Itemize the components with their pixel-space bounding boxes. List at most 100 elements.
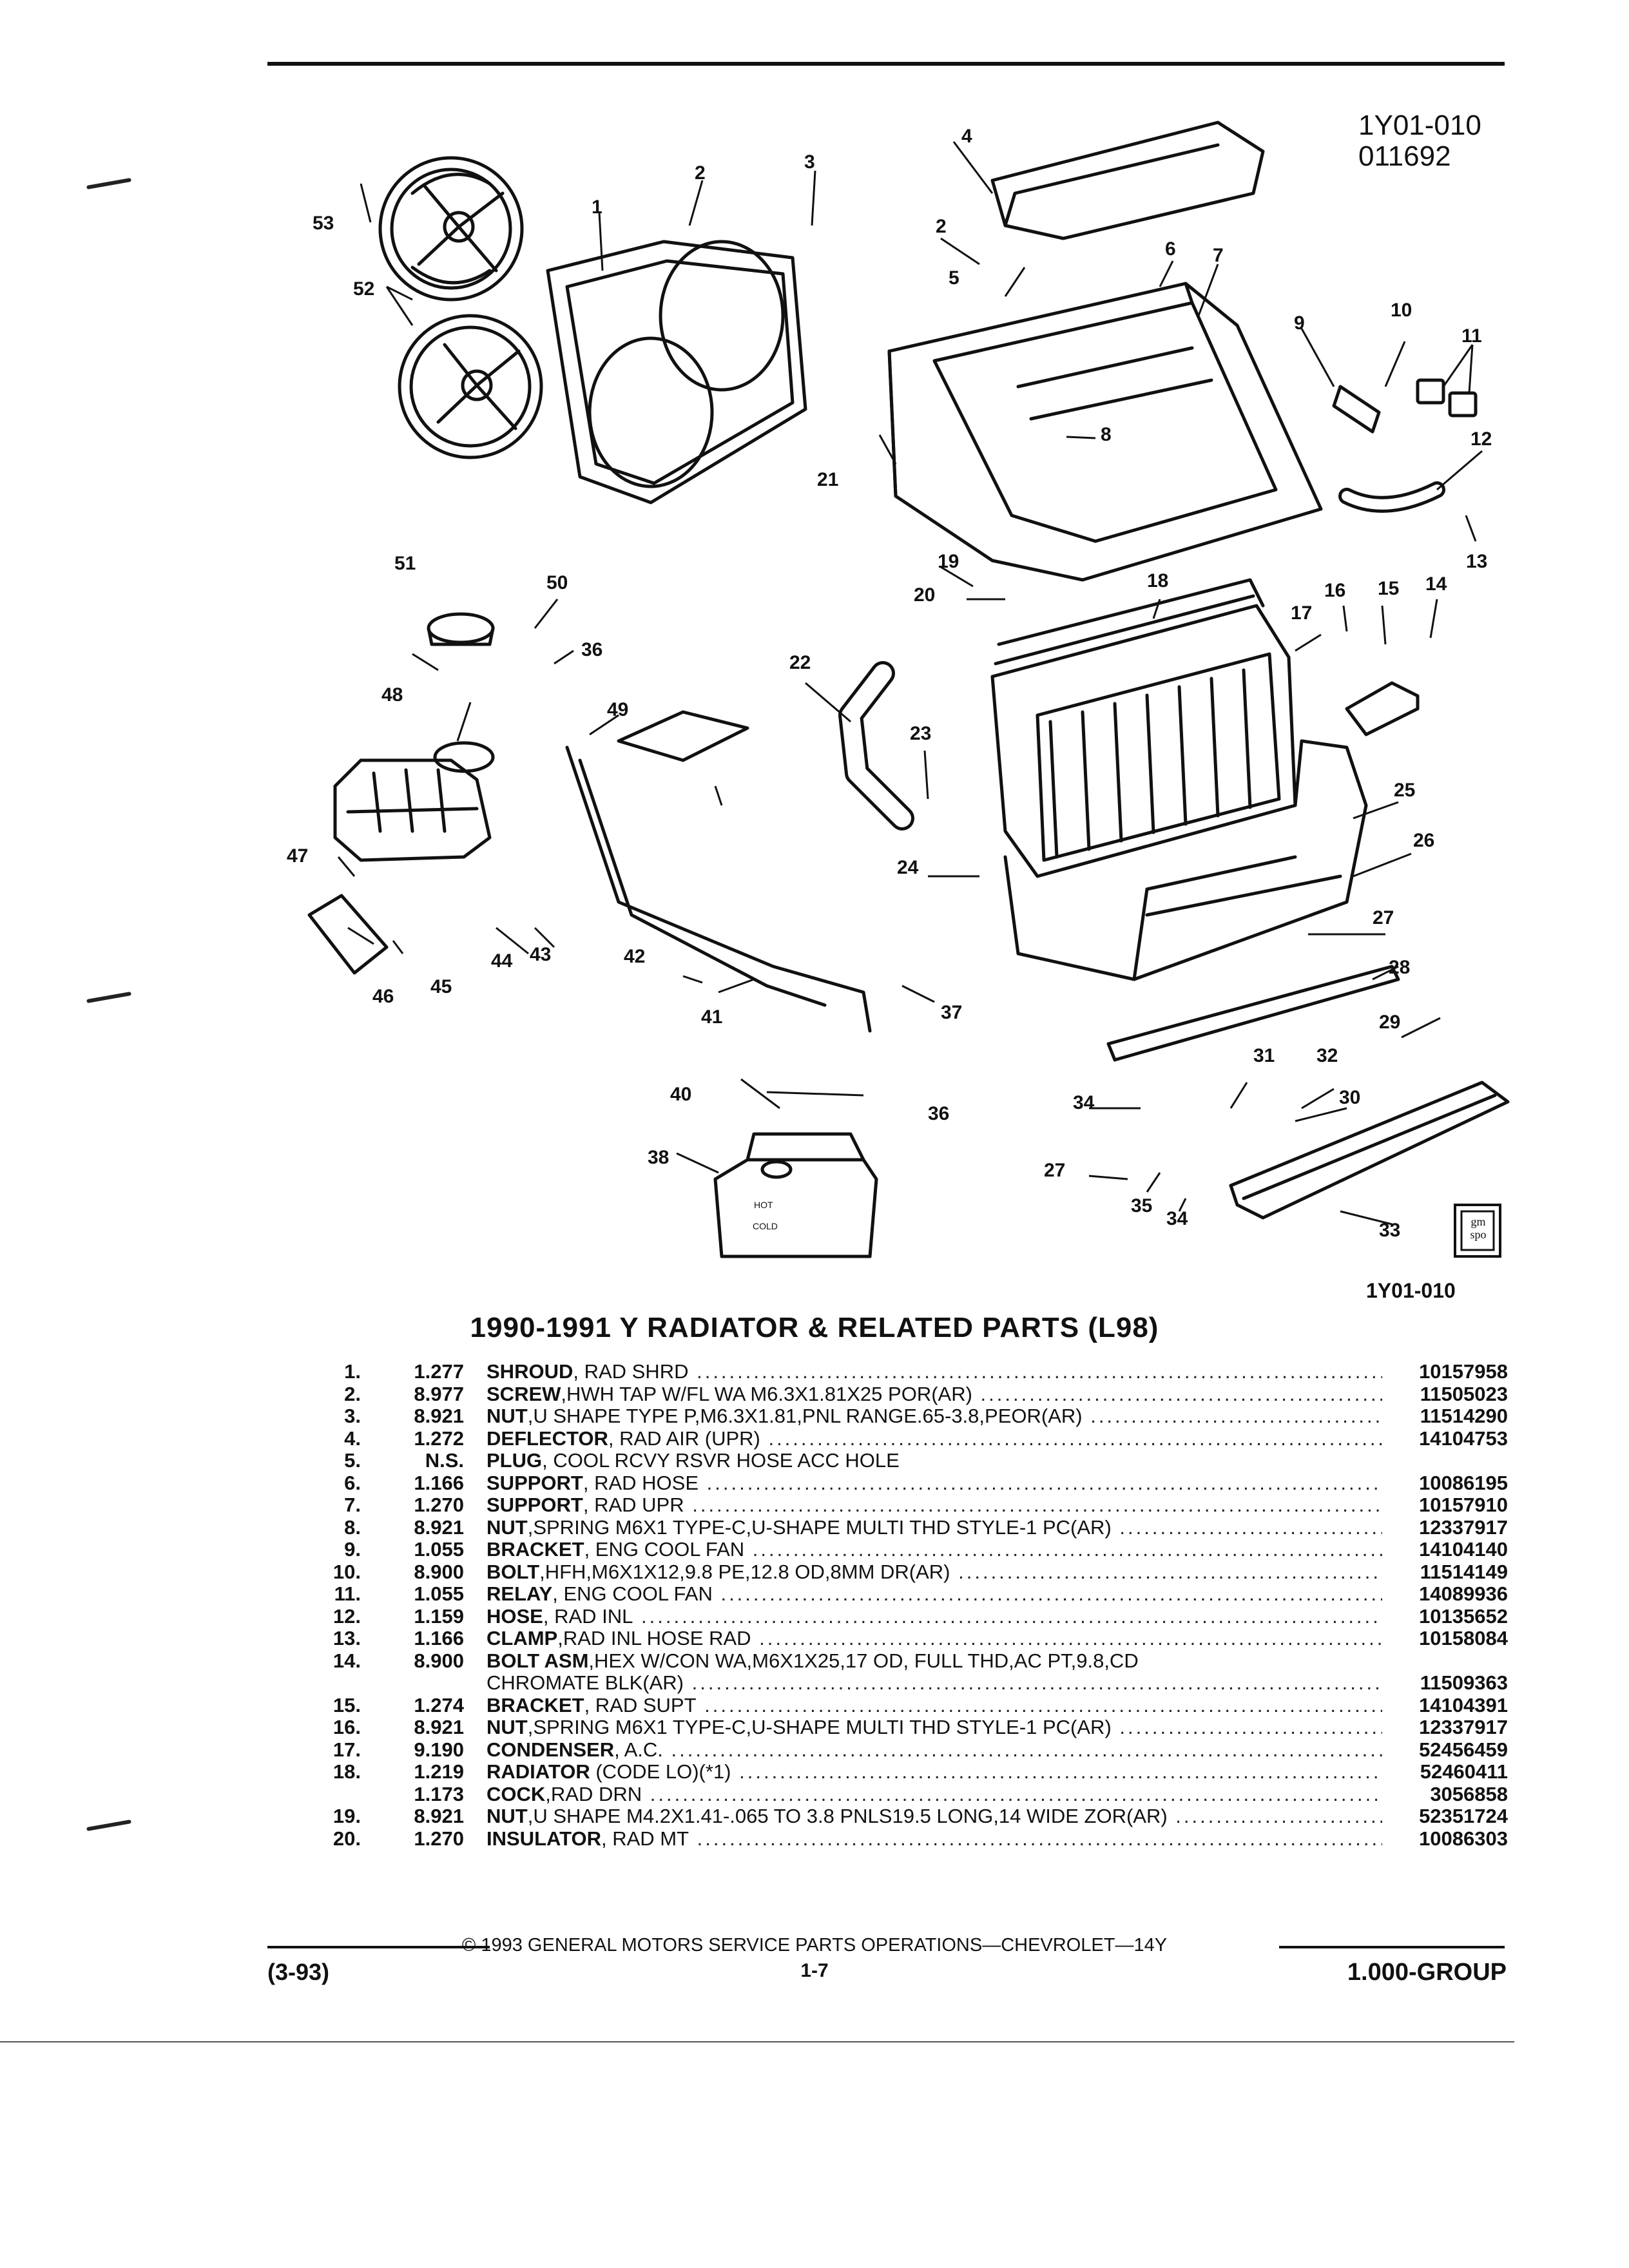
part-name: BRACKET [487,1539,584,1561]
part-name: NUT [487,1716,528,1738]
part-group-code: 1.159 [414,1604,464,1628]
callout-51: 52 [353,278,375,300]
callout-46: 47 [287,845,309,867]
leader-dots: ........................................… [650,1783,1382,1805]
figure-date-code: 011692 [1358,140,1451,172]
callout-44: 45 [430,976,452,997]
leader-dots: ........................................… [958,1561,1382,1583]
part-detail: , RAD SHRD [573,1361,689,1383]
part-number: 12337917 [1419,1716,1508,1738]
footer-rule-right [1279,1946,1505,1948]
lower-radiator-support [1003,739,1368,981]
leader-dots: ........................................… [739,1761,1382,1783]
leader-dots: ........................................… [1119,1516,1382,1539]
part-group-code: 1.166 [414,1471,464,1494]
part-group-code: 1.277 [414,1360,464,1383]
leader-dots: ........................................… [1090,1405,1382,1427]
part-detail: , RAD INL [543,1605,633,1628]
callout-34: 34 [1073,1092,1095,1113]
part-number: 52460411 [1420,1760,1508,1783]
part-number: 52351724 [1419,1805,1508,1827]
part-detail: CHROMATE BLK(AR) [487,1672,684,1694]
leader-dots: ........................................… [691,1672,1382,1694]
part-number: 11505023 [1420,1382,1508,1405]
bottle-label-cold: COLD [753,1221,778,1231]
leader-dots: ........................................… [671,1738,1382,1761]
part-group-code: 1.270 [414,1827,464,1850]
part-name: RELAY [487,1583,553,1605]
part-index: 16. [333,1716,361,1738]
part-detail: , RAD UPR [583,1494,684,1516]
footer-rule-left [267,1946,490,1948]
callout-42: 43 [530,944,552,965]
part-name: CONDENSER [487,1738,615,1761]
part-name: RADIATOR [487,1761,590,1783]
part-number: 12337917 [1419,1515,1508,1539]
part-index: 9. [344,1538,361,1561]
part-name: COCK [487,1783,546,1805]
callout-22: 22 [789,652,811,673]
callout-2b: 2 [936,216,947,237]
bracket-53 [617,710,749,762]
part-name: HOSE [487,1605,543,1628]
part-group-code: 1.270 [414,1494,464,1516]
part-description: RELAY, ENG COOL FAN ....................… [487,1583,1382,1605]
page-number: 1-7 [800,1960,829,1981]
part-description: COCK,RAD DRN ...........................… [487,1783,1382,1805]
part-detail: , RAD HOSE [583,1472,699,1494]
part-group-code: 8.977 [414,1382,464,1405]
coolant-reservoir [333,741,495,862]
leader-dots: ........................................… [752,1539,1382,1561]
part-index: 5. [344,1449,361,1472]
part-description: CONDENSER, A.C. ........................… [487,1739,1382,1761]
part-detail: ,RAD DRN [545,1783,642,1805]
part-index: 10. [333,1560,361,1583]
part-description: CHROMATE BLK(AR) .......................… [487,1672,1382,1694]
part-index: 20. [333,1827,361,1850]
callout-19: 19 [938,551,959,572]
callout-48: 49 [607,699,629,720]
part-row: CHROMATE BLK(AR) .......................… [322,1672,1508,1695]
part-detail: , RAD AIR (UPR) [608,1427,760,1450]
callout-24: 24 [897,857,919,878]
part-name: BRACKET [487,1694,584,1716]
callout-27: 27 [1373,907,1394,928]
callout-32: 31 [1253,1045,1275,1066]
part-number: 14104140 [1419,1538,1508,1561]
part-group-code: 1.173 [414,1782,464,1805]
part-index: 1. [344,1360,361,1383]
callout-33: 33 [1379,1220,1401,1241]
bottom-scan-rule [0,2041,1514,2042]
callout-9: 9 [1294,312,1305,334]
callout-16: 16 [1324,580,1346,601]
part-name: NUT [487,1805,528,1827]
part-number: 14104753 [1419,1427,1508,1450]
callout-26: 26 [1413,830,1435,851]
callout-50: 51 [394,553,416,574]
part-group-code: 9.190 [414,1738,464,1761]
callout-49: 50 [546,572,568,593]
part-number: 10135652 [1419,1604,1508,1628]
bracket-45 [307,894,389,975]
radiator-core [990,578,1297,878]
leader-dots: ........................................… [697,1827,1382,1850]
figure-ref-code-bottom: 1Y01-010 [1366,1279,1456,1302]
part-index: 3. [344,1405,361,1427]
part-description: NUT,SPRING M6X1 TYPE-C,U-SHAPE MULTI THD… [487,1716,1382,1738]
part-index: 2. [344,1382,361,1405]
part-group-code: N.S. [425,1449,464,1472]
leader-dots: ........................................… [1119,1716,1382,1738]
part-detail: , COOL RCVY RSVR HOSE ACC HOLE [542,1450,900,1472]
part-name: SCREW [487,1383,561,1405]
part-detail: , ENG COOL FAN [584,1539,745,1561]
part-index: 14. [333,1649,361,1672]
